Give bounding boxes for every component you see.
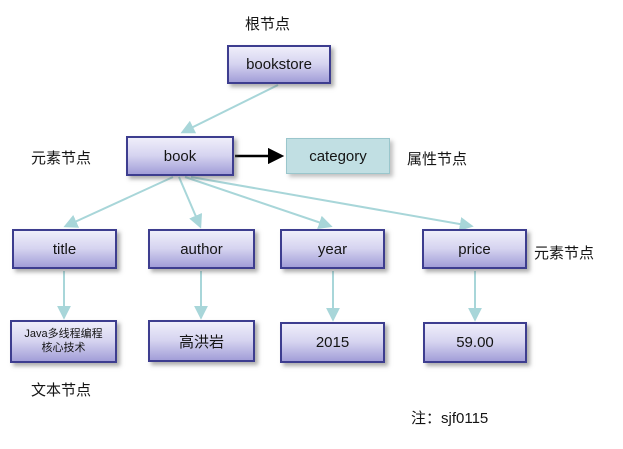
node-author: author: [148, 229, 255, 269]
node-bookstore-label: bookstore: [246, 56, 312, 73]
attribute-node-label: 属性节点: [407, 151, 468, 168]
root-node-label: 根节点: [245, 16, 291, 33]
title-text-line1: Java多线程编程: [24, 327, 103, 340]
arrow-book-price: [190, 176, 474, 231]
node-year-label: year: [317, 240, 348, 258]
node-price: price: [422, 229, 527, 269]
arrow-book-title: [63, 176, 174, 228]
node-year-text: 2015: [280, 322, 385, 363]
node-price-label: price: [458, 240, 491, 258]
node-book-label: book: [163, 147, 197, 165]
node-author-label: author: [180, 240, 223, 258]
node-bookstore: bookstore: [227, 45, 331, 84]
year-text-label: 2015: [315, 334, 350, 351]
note-label: 注：sjf0115: [411, 410, 489, 427]
node-price-text: 59.00: [423, 322, 527, 363]
arrow-bookstore-book: [180, 84, 279, 134]
node-author-text: 高洪岩: [148, 320, 255, 362]
arrow-book-year: [184, 176, 333, 230]
text-node-label: 文本节点: [31, 382, 92, 399]
node-title-label: title: [52, 240, 77, 258]
node-title: title: [12, 229, 117, 269]
node-category: category: [286, 138, 390, 174]
author-text-label: 高洪岩: [178, 333, 224, 351]
arrow-book-author: [178, 176, 203, 229]
element-node-label-left: 元素节点: [31, 150, 92, 167]
node-title-text: Java多线程编程 核心技术: [10, 320, 117, 363]
element-node-label-right: 元素节点: [534, 245, 595, 262]
node-book: book: [126, 136, 234, 176]
node-category-label: category: [309, 147, 367, 165]
node-year: year: [280, 229, 385, 269]
price-text-label: 59.00: [456, 334, 494, 351]
title-text-line2: 核心技术: [41, 341, 86, 354]
